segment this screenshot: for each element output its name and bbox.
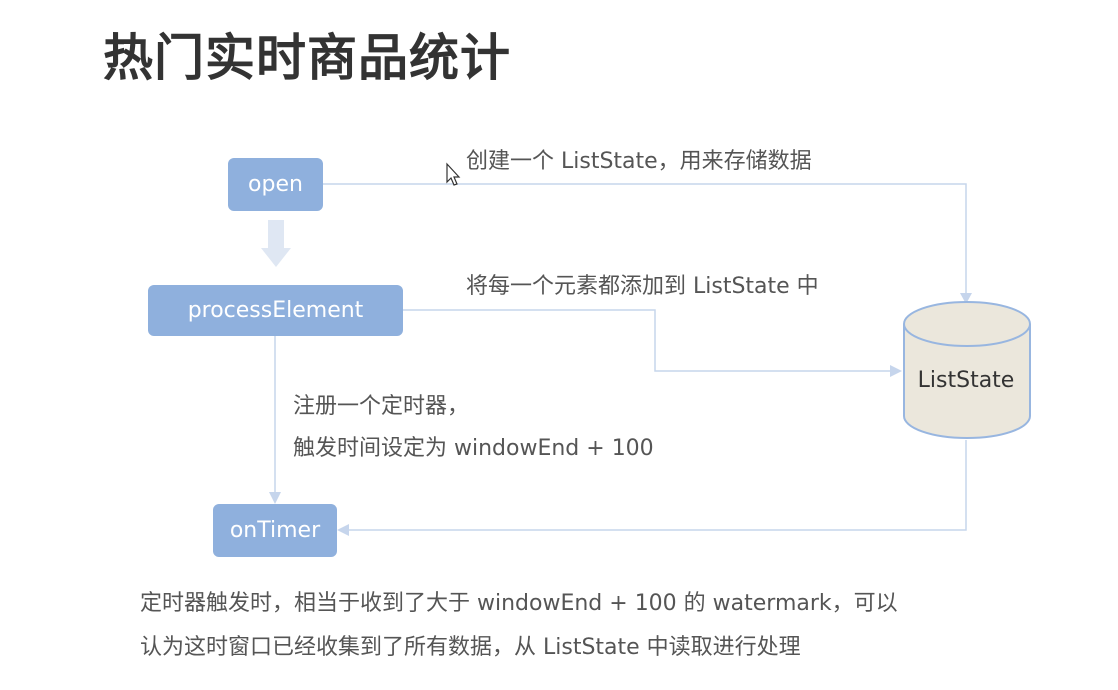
- liststate-label: ListState: [917, 368, 1015, 393]
- process-element-node: processElement: [148, 285, 403, 336]
- arrowhead-process-liststate: [890, 365, 902, 377]
- open-node: open: [228, 158, 323, 211]
- process-edge-label: 将每一个元素都添加到 ListState 中: [466, 274, 819, 299]
- caption-line1: 定时器触发时，相当于收到了大于 windowEnd + 100 的 waterm…: [140, 591, 898, 616]
- down-arrow-open-process: [261, 220, 291, 267]
- mouse-pointer-icon: [446, 162, 461, 186]
- connector-process-liststate: [403, 309, 896, 372]
- open-edge-label: 创建一个 ListState，用来存储数据: [466, 149, 812, 174]
- connector-liststate-ontimer: [343, 440, 967, 531]
- arrowhead-process-ontimer: [269, 492, 281, 504]
- liststate-database: [903, 301, 1031, 439]
- on-timer-node: onTimer: [213, 504, 337, 557]
- page-title: 热门实时商品统计: [103, 29, 511, 87]
- timer-edge-label-line2: 触发时间设定为 windowEnd + 100: [293, 436, 654, 461]
- arrowhead-open-liststate: [960, 293, 972, 304]
- connector-open-liststate: [323, 183, 967, 300]
- timer-edge-label-line1: 注册一个定时器，: [293, 394, 470, 419]
- caption-line2: 认为这时窗口已经收集到了所有数据，从 ListState 中读取进行处理: [140, 635, 801, 660]
- arrowhead-liststate-ontimer: [337, 524, 349, 536]
